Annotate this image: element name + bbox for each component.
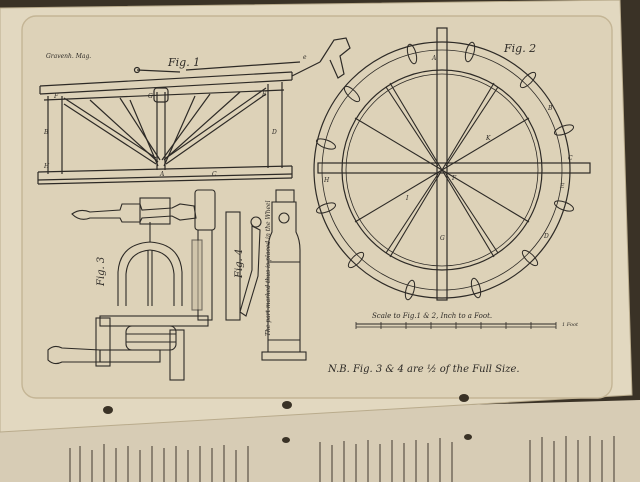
- figure-3-labels: Fig. 3: [96, 257, 107, 287]
- figure-1-labels: Fig. 1 A B C D E F G H e: [43, 54, 307, 178]
- figure-2-title: Fig. 2: [503, 42, 536, 55]
- figure-5-caption: The part marked thus is placed in the Wh…: [265, 200, 272, 336]
- lower-page-text: [69, 436, 615, 482]
- figure-1-frame: [37, 37, 351, 185]
- figure-1-title: Fig. 1: [167, 56, 200, 69]
- fig1-letter-h: H: [43, 163, 50, 170]
- fig2-letter-h: H: [323, 177, 330, 184]
- figure-5-part: [261, 189, 307, 361]
- figure-3-title: Fig. 3: [96, 257, 107, 287]
- fig1-letter-c: C: [212, 171, 217, 178]
- fig1-letter-e-small: e: [303, 54, 307, 61]
- figure-2-labels: Fig. 2 A B C D E F G H I K: [323, 42, 573, 242]
- figure-4-title: Fig. 4: [234, 249, 245, 279]
- fig1-letter-e: E: [261, 91, 267, 98]
- footnote: N.B. Fig. 3 & 4 are ½ of the Full Size.: [327, 364, 520, 375]
- fig2-letter-k: K: [485, 135, 491, 142]
- scale-unit: 1 Foot: [562, 322, 579, 328]
- fig2-letter-g: G: [440, 235, 445, 242]
- fig2-letter-a: A: [431, 55, 437, 62]
- fig2-letter-f: F: [451, 175, 457, 182]
- fig1-letter-g: G: [148, 93, 153, 100]
- scale-caption: Scale to Fig.1 & 2, Inch to a Foot.: [372, 312, 492, 320]
- scale-bar: Scale to Fig.1 & 2, Inch to a Foot. 1 Fo…: [355, 312, 579, 329]
- fig2-letter-i: I: [405, 195, 409, 202]
- fig1-letter-a: A: [159, 171, 165, 178]
- fig2-letter-d: D: [543, 233, 549, 240]
- binding-holes: [103, 394, 472, 443]
- plate-mark: [21, 15, 613, 399]
- figure-3-mechanism: [47, 189, 241, 381]
- figure-4-tool: [239, 216, 262, 317]
- fig1-letter-d: D: [271, 129, 277, 136]
- fig2-letter-b: B: [547, 105, 553, 112]
- fig2-letter-c: C: [568, 155, 573, 162]
- fig1-letter-b: B: [43, 129, 49, 136]
- fig2-letter-e: E: [559, 183, 565, 190]
- fig1-letter-f: F: [53, 93, 59, 100]
- corner-note: Gravenh. Mag.: [46, 53, 91, 60]
- figure-2-wheel: [313, 27, 591, 301]
